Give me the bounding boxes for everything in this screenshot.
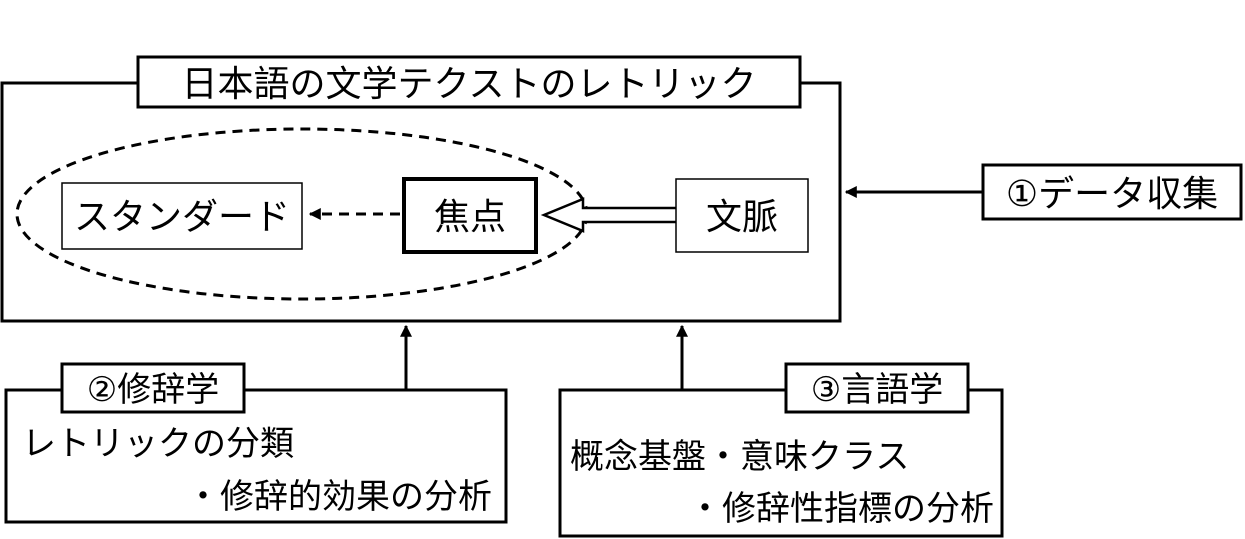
context-box	[675, 178, 809, 253]
rhetoric-line2: ・修辞的効果の分析	[186, 477, 492, 517]
linguistics-line1: 概念基盤・意味クラス	[570, 437, 909, 477]
rhetoric-box	[4, 388, 508, 524]
rhetoric-line1: レトリックの分類	[22, 424, 294, 464]
rhetoric-title: ②修辞学	[87, 370, 219, 410]
context-label: 文脈	[706, 197, 778, 238]
focus-box	[402, 177, 538, 254]
rhetoric-title-box	[60, 362, 246, 414]
main-title: 日本語の文学テクストのレトリック	[182, 64, 757, 105]
standard-box	[61, 182, 303, 250]
focus-label: 焦点	[434, 197, 506, 238]
linguistics-box	[558, 388, 1004, 538]
main-title-box	[136, 55, 802, 109]
data-collection-box	[981, 163, 1243, 221]
standard-label: スタンダード	[74, 197, 290, 238]
linguistics-title: ③言語学	[811, 370, 943, 410]
context-to-focus-arrow	[540, 197, 676, 233]
linguistics-title-box	[784, 362, 970, 414]
data-collection-label: ①データ収集	[1006, 174, 1218, 215]
linguistics-line2: ・修辞性指標の分析	[688, 489, 994, 529]
